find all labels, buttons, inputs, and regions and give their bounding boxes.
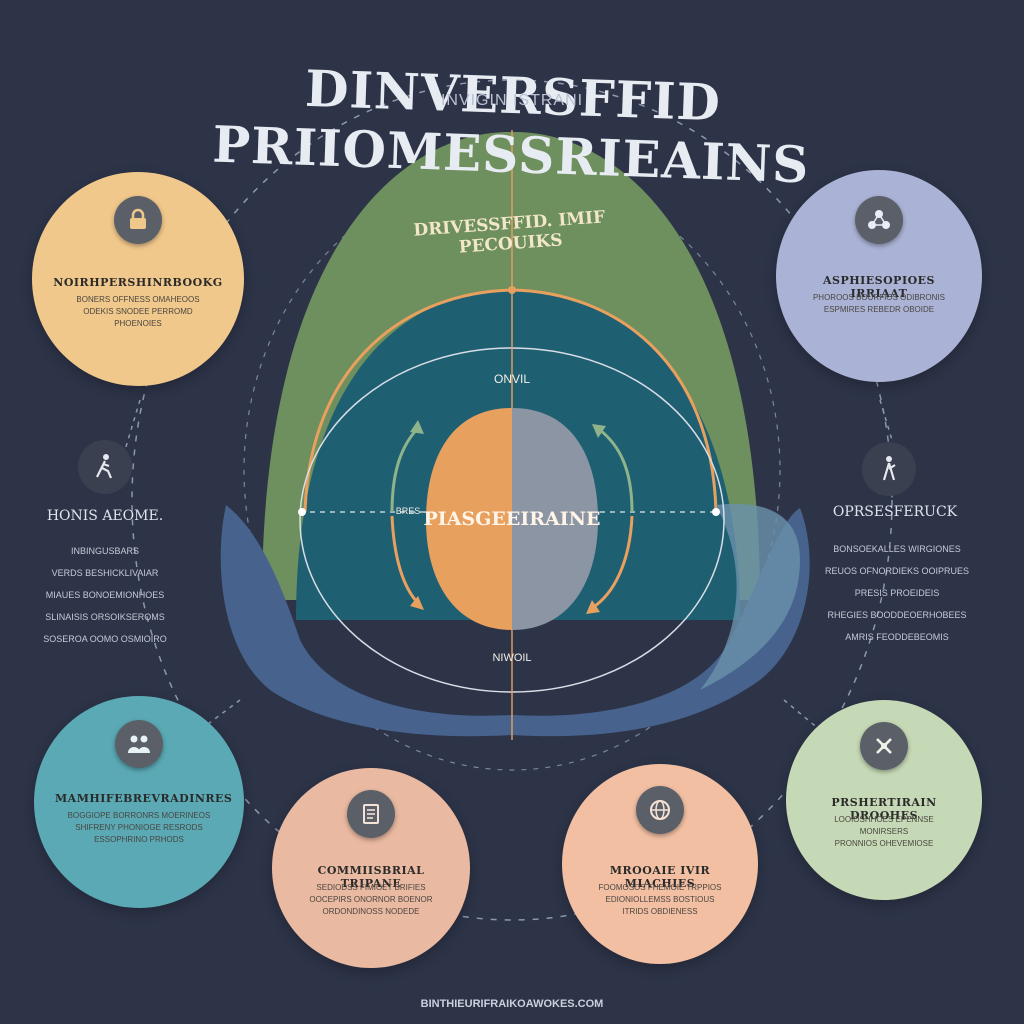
bubble-bottom-mid-right: MROOAIE IVIR MIACHIES FOOMOSOS FHEMOIE T… — [562, 764, 758, 964]
document-icon — [347, 790, 395, 838]
arrow-right-up-head — [592, 424, 606, 438]
bottom-label: NIWOIL — [492, 652, 532, 664]
bubble-body: LOOIOSHHOES EPENNSE MONIRSERS PRONNIOS O… — [834, 815, 934, 848]
top-node — [508, 286, 516, 294]
left-label: BRES — [395, 506, 421, 516]
arrow-left-down-head — [410, 596, 424, 610]
bubble-heading: MAMHIFEBREVRADINRES — [55, 792, 233, 805]
bubble-body: FOOMOSOS FHEMOIE TRPPIOS EDIONIOLLEMSS B… — [598, 883, 722, 916]
globe-icon — [636, 786, 684, 834]
bubble-bottom-mid-left: COMMIISBRIAL TRIPANE SEDIODSS FIMIOET BR… — [272, 768, 470, 968]
top-label: ONVIL — [493, 372, 530, 386]
bubble-body: BOGGIOPE BORRONRS MOERINEOS SHIFRENY PHO… — [67, 811, 211, 844]
arrow-right-down-head — [586, 600, 600, 614]
bubble-body: SEDIODSS FIMIOET BRIFIES OOCEPIRS ONORNO… — [309, 883, 433, 916]
subtitle: INVIGIN ISTRANI — [440, 92, 584, 109]
bubble-heading: MROOAIE IVIR MIACHIES — [609, 864, 711, 890]
arrow-right-down — [591, 515, 634, 610]
light-wave — [700, 503, 800, 690]
bubble-heading: PRSHERTIRAIN DROOHES — [831, 796, 937, 822]
core-orange-half — [426, 408, 512, 630]
network-icon — [855, 196, 903, 244]
bubble-heading: NOIRHPERSHINRBOOKG — [53, 276, 223, 289]
side-right-text: BONSOEKALLES WIRGIONES REUOS OFNORDIEKS … — [824, 544, 970, 642]
cross-icon — [860, 722, 908, 770]
side-left-label: HONIS AEOME. — [46, 508, 164, 524]
person-icon — [862, 442, 916, 496]
core-gray-half — [512, 408, 598, 630]
bubble-body: BONERS OFFNESS OMAHEOOS ODEKIS SNODEE PE… — [76, 295, 200, 328]
footer-url: BINTHIEURIFRAIKOAWOKES.COM — [420, 998, 604, 1010]
right-node — [712, 508, 720, 516]
walker-icon — [78, 440, 132, 494]
connector-bottom-right — [783, 699, 821, 731]
left-node — [298, 508, 306, 516]
bubble-heading: ASPHIESOPIOES IRRIAAT — [822, 274, 935, 300]
arrow-right-up — [599, 428, 634, 513]
bubble-top-left: NOIRHPERSHINRBOOKG BONERS OFFNESS OMAHEO… — [32, 172, 244, 386]
bubble-top-right: ASPHIESOPIOES IRRIAAT PHOROOS BOURFIOS O… — [776, 170, 982, 382]
bubble-bottom-right: PRSHERTIRAIN DROOHES LOOIOSHHOES EPENNSE… — [786, 700, 982, 900]
arrow-left-up — [390, 426, 420, 513]
inner-orbit-ring — [243, 169, 781, 771]
bubble-bottom-left: MAMHIFEBREVRADINRES BOGGIOPE BORRONRS MO… — [34, 696, 244, 908]
arrow-left-up-head — [410, 420, 424, 434]
bubble-heading: COMMIISBRIAL TRIPANE — [317, 864, 425, 890]
lock-icon — [114, 196, 162, 244]
bubble-body: PHOROOS BOURFIOS ODIBRONIS ESPMIRES REBE… — [812, 293, 945, 314]
core-label: PIASGEEIRAINE — [423, 508, 601, 530]
people-icon — [115, 720, 163, 768]
side-left-text: INBINGUSBARS VERDS BESHICKLIVAIAR MIAUES… — [43, 546, 167, 644]
orbit-ring — [131, 79, 893, 921]
side-right-label: OPRSESFERUCK — [832, 504, 958, 520]
